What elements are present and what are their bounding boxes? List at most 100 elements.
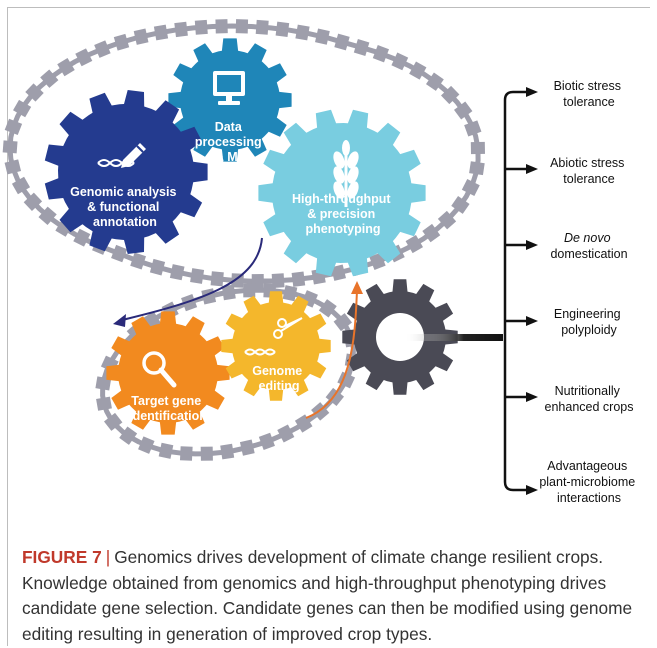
chain-link [294,414,313,433]
chain-link [174,21,188,38]
figure-caption: FIGURE 7|Genomics drives development of … [22,545,647,647]
wheat-icon [333,140,359,207]
chain-link [57,58,75,77]
gear-drive-hole [376,313,424,361]
output-connector [405,90,528,492]
outcome-biotic-stress: Biotic stress tolerance [554,79,625,109]
chain-link [405,235,424,254]
chain-link [169,264,185,281]
target-gene-gear [106,311,230,435]
target-gene-label: Target gene identification [129,394,207,423]
arrowhead [526,87,538,97]
chain-link [113,33,130,51]
chain-link [295,24,310,41]
outcome-plant-microbiome: Advantageous plant-microbiome interactio… [539,459,638,505]
magnifier-icon [142,351,177,388]
arrowhead [526,485,538,495]
output-arrowheads [526,87,538,495]
chain-link [138,436,155,454]
chain-link [255,19,269,35]
genomic-analysis-label: Genomic analysis & functional annotation [70,185,180,229]
chain-link [454,101,473,120]
chain-link [437,210,457,230]
chain-link [190,268,205,284]
chain-link [422,223,441,243]
arrowhead [526,316,538,326]
chain-link [2,140,18,154]
chain-link [94,40,111,58]
outcome-engineering-polyploidy: Engineering polyploidy [554,307,624,337]
chain-link [73,228,91,247]
flow-arrow-up [305,281,363,419]
arrowhead [526,164,538,174]
chain-link [318,299,337,318]
arrowhead [526,240,538,250]
chain-link [4,159,22,175]
chain-link [215,19,228,34]
chain-link [315,28,330,45]
chain-link [11,176,31,195]
drive-gear [342,279,458,395]
chain-link [158,442,174,459]
genomic-analysis-gear [44,90,208,254]
chain-link [200,446,213,461]
dna-pencil-icon [97,143,146,168]
figure-frame [7,7,650,646]
chain-link [194,19,208,35]
chain-link [103,412,123,431]
chain-link [391,52,409,71]
arrowhead [526,392,538,402]
chain-link [75,48,93,67]
gear-genomic-body [44,90,208,254]
genomics-diagram: Data processing & ML Genomic analysis & … [2,19,638,505]
chain-link [451,195,470,214]
chain-link [425,72,444,91]
chain-link [353,39,370,56]
chain-link [13,99,32,118]
chain-link [243,283,256,298]
caption-title: Genomics drives development of climate c… [114,547,604,567]
chain-link [40,69,59,88]
chain-link [4,118,23,136]
caption-body: Knowledge obtained from genomics and hig… [22,572,633,644]
chain-link [277,424,295,443]
chain-link [38,206,57,226]
chain-link [464,120,482,137]
chain-link [235,19,249,34]
gear-target-body [106,311,230,435]
chain-link [119,426,138,445]
chain-link [334,33,350,51]
chain-link [440,85,460,105]
chain-link [258,432,275,451]
figure-label: FIGURE 7 [22,547,102,567]
chain-link [179,446,193,461]
phenotyping-label: High-throughput & precision phenotyping [292,192,394,236]
chain-link [96,396,112,411]
outcome-nutritionally-enhanced: Nutritionally enhanced crops [545,384,634,414]
chain-link [333,313,353,332]
chain-link [221,284,236,301]
chain-link [95,376,112,391]
chain-link [23,192,43,211]
chain-link [181,293,198,312]
chain-link [220,443,235,460]
chain-link [239,439,255,456]
chain-link [133,28,149,45]
chain-link [470,141,485,155]
genome-editing-label: Genome editing [252,364,306,393]
outcome-de-novo-domestication: De novo domestication [550,231,627,261]
dna-scissors-icon [244,317,303,356]
data-processing-label: Data processing & ML [195,120,265,164]
caption-separator: | [105,547,111,567]
chain-link [25,83,44,102]
chain-link [149,258,166,276]
chain-link [291,271,306,287]
outcome-abiotic-stress: Abiotic stress tolerance [550,156,628,186]
chain-link [153,24,169,41]
monitor-icon [213,71,245,105]
chain-link [275,21,290,37]
genome-editing-gear [221,291,331,401]
chain-link [325,387,345,406]
chain-link [461,178,480,197]
chain-link [469,161,485,176]
